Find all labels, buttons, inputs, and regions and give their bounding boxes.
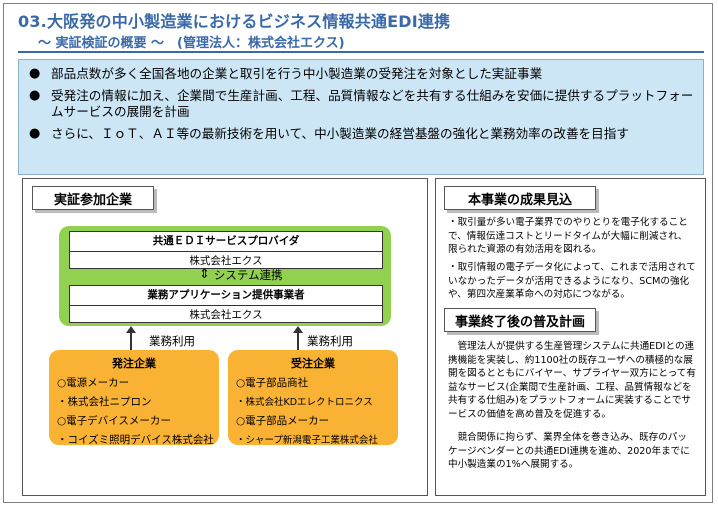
ordering-item: ・株式会社ニプロン: [57, 396, 152, 408]
summary-bullet: ● さらに、ＩｏＴ、ＡＩ等の最新技術を用いて、中小製造業の経営基盤の強化と業務効…: [29, 126, 695, 142]
up-arrow-icon: [126, 326, 136, 352]
slide-frame: [3, 3, 713, 503]
summary-bullet-text: さらに、ＩｏＴ、ＡＩ等の最新技術を用いて、中小製造業の経営基盤の強化と業務効率の…: [51, 126, 629, 141]
summary-bullet-text: 部品点数が多く全国各地の企業と取引を行う中小製造業の受発注を対象とした実証事業: [51, 66, 543, 81]
participants-heading: 実証参加企業: [32, 186, 154, 210]
summary-bullet-text: 受発注の情報に加え、企業間で生産計画、工程、品質情報などを共有する仕組みを安価に…: [51, 88, 694, 119]
outcomes-panel: 本事業の成果見込 ・取引量が多い電子業界でのやりとりを電子化することで、情報伝達…: [435, 178, 706, 496]
summary-bullet: ● 受発注の情報に加え、企業間で生産計画、工程、品質情報などを共有する仕組みを安…: [29, 88, 695, 120]
bullet-dot-icon: ●: [29, 126, 41, 141]
bullet-dot-icon: ●: [29, 66, 41, 81]
business-use-label-left: 業務利用: [149, 334, 195, 348]
edi-provider-company: 株式会社エクス: [189, 255, 263, 267]
results-paragraph: ・取引量が多い電子業界でのやりとりを電子化することで、情報伝達コストとリードタイ…: [448, 217, 688, 255]
participants-panel: 実証参加企業 共通ＥＤＩサービスプロバイダ 株式会社エクス ⇕ システム連携 業…: [22, 178, 428, 496]
summary-bullet: ● 部品点数が多く全国各地の企業と取引を行う中小製造業の受発注を対象とした実証事…: [29, 66, 695, 82]
receiving-title: 受注企業: [291, 357, 335, 370]
dissemination-paragraph: 管理法人が提供する生産管理システムに共通EDIとの連携機能を実装し、約1100社…: [448, 341, 696, 420]
updown-arrow-icon: ⇕: [199, 267, 210, 282]
receiving-companies-box: 受注企業 ○電子部品商社 ・株式会社KDエレクトロニクス ○電子部品メーカー ・…: [228, 350, 398, 446]
up-arrow-icon: [293, 326, 303, 352]
slide-subtitle: ～ 実証検証の概要 ～ (管理法人：株式会社エクス): [38, 36, 345, 51]
app-provider-title: 業務アプリケーション提供事業者: [70, 286, 382, 306]
ordering-item: ○電子デバイスメーカー: [57, 415, 171, 427]
results-heading: 本事業の成果見込: [444, 186, 596, 210]
slide-title: 03.大阪発の中小製造業におけるビジネス情報共通EDI連携: [18, 12, 451, 31]
app-provider-company: 株式会社エクス: [189, 309, 263, 321]
title-rule: [18, 51, 704, 53]
edi-provider-title: 共通ＥＤＩサービスプロバイダ: [70, 232, 382, 252]
ordering-companies-box: 発注企業 ○電源メーカー ・株式会社ニプロン ○電子デバイスメーカー ・コイズミ…: [49, 350, 219, 446]
business-use-label-right: 業務利用: [307, 334, 353, 348]
results-paragraph: ・取引情報の電子データ化によって、これまで活用されていなかったデータが活用できる…: [448, 262, 696, 300]
bullet-dot-icon: ●: [29, 88, 41, 103]
system-link-label: システム連携: [213, 268, 283, 282]
ordering-title: 発注企業: [112, 357, 156, 370]
system-link: ⇕ システム連携: [199, 267, 283, 283]
receiving-item: ・株式会社KDエレクトロニクス: [236, 397, 373, 408]
ordering-item: ○電源メーカー: [57, 377, 130, 389]
dissemination-paragraph: 競合関係に拘らず、業界全体を巻き込み、既存のパッケージベンダーとの共通EDI連携…: [448, 432, 690, 470]
receiving-item: ○電子部品商社: [236, 377, 309, 389]
app-provider-box: 業務アプリケーション提供事業者 株式会社エクス: [69, 285, 383, 323]
edi-provider-box: 共通ＥＤＩサービスプロバイダ 株式会社エクス: [69, 231, 383, 269]
ordering-item: ・コイズミ照明デバイス株式会社: [57, 434, 214, 446]
receiving-item: ・シャープ新潟電子工業株式会社: [236, 435, 378, 446]
dissemination-heading: 事業終了後の普及計画: [444, 308, 596, 332]
summary-box: ● 部品点数が多く全国各地の企業と取引を行う中小製造業の受発注を対象とした実証事…: [18, 59, 704, 175]
receiving-item: ○電子部品メーカー: [236, 415, 330, 427]
